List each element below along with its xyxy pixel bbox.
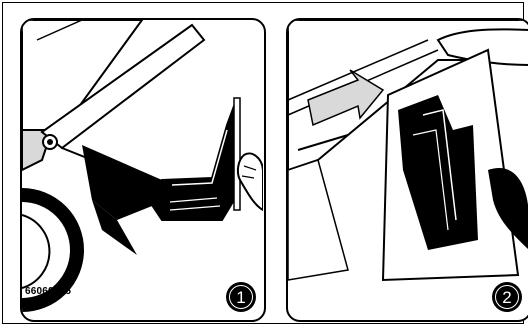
step-1-illustration xyxy=(22,20,263,319)
step-1-number: 1 xyxy=(229,285,253,309)
step-1-badge: 1 xyxy=(226,282,256,312)
step-2-illustration xyxy=(288,20,528,319)
step-2-panel: 2 xyxy=(286,18,528,322)
step-2-number: 2 xyxy=(495,285,519,309)
step-1-panel: 1 xyxy=(20,18,266,322)
figure-frame: 1 2 66060385 xyxy=(2,2,524,324)
step-2-badge: 2 xyxy=(492,282,522,312)
figure-part-number: 66060385 xyxy=(25,286,71,297)
